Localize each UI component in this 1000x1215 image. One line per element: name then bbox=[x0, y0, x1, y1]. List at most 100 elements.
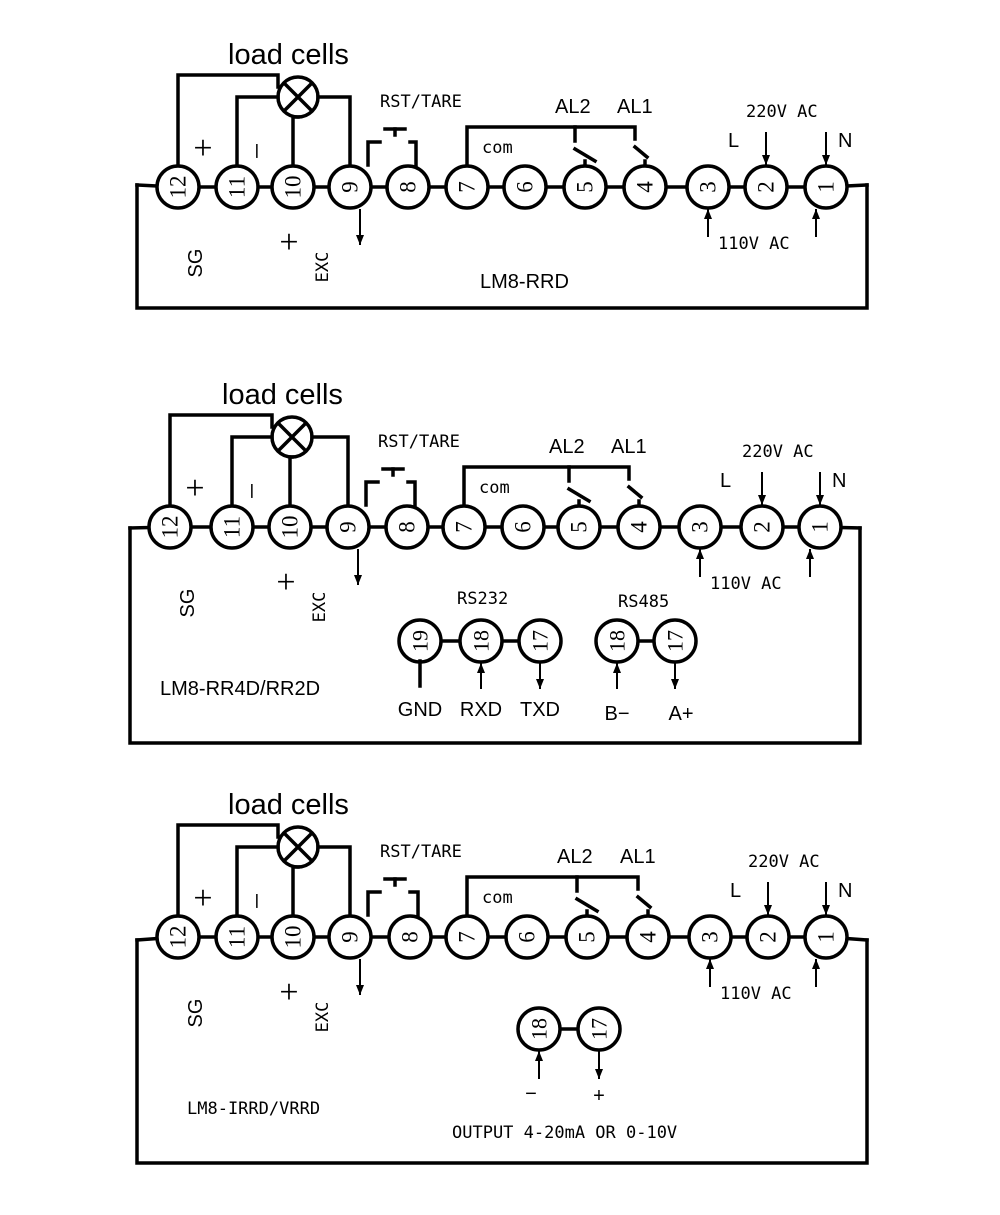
terminal-number: 6 bbox=[513, 181, 538, 193]
arrow-110v-l bbox=[696, 549, 704, 577]
terminal-number: 18 bbox=[469, 630, 494, 652]
txd-label: TXD bbox=[520, 699, 560, 721]
arrow-head bbox=[822, 905, 830, 915]
exc-label: EXC bbox=[313, 1002, 333, 1033]
load-cells-label: load cells bbox=[222, 379, 343, 411]
terminal-number: 3 bbox=[696, 181, 721, 193]
arrow-head bbox=[535, 1051, 543, 1061]
terminal-circle bbox=[625, 914, 671, 960]
arrow-n bbox=[822, 882, 830, 915]
terminal-circle bbox=[444, 164, 490, 210]
terminal-number: 2 bbox=[754, 181, 779, 193]
arrow-n bbox=[816, 472, 824, 505]
sg-label: SG bbox=[177, 589, 199, 618]
terminal-number: 6 bbox=[515, 931, 540, 943]
rst-tare-label: RST/TARE bbox=[378, 432, 460, 452]
terminal: 18 bbox=[516, 1006, 562, 1052]
arrow-110v-l bbox=[704, 209, 712, 237]
terminal-number: 12 bbox=[158, 516, 183, 539]
terminal-number: 1 bbox=[814, 931, 839, 943]
wire-sig-plus bbox=[176, 823, 280, 919]
terminal-number: 18 bbox=[527, 1018, 552, 1040]
terminal: 11 bbox=[214, 914, 260, 960]
al1-contact bbox=[635, 894, 653, 910]
al2-label: AL2 bbox=[549, 436, 585, 458]
arrow-head bbox=[696, 549, 704, 559]
arrow-110v-l bbox=[706, 959, 714, 987]
n-label: N bbox=[838, 880, 852, 902]
arrow-head bbox=[812, 959, 820, 969]
terminal: 5 bbox=[562, 164, 608, 210]
rxd-arrow bbox=[477, 663, 485, 689]
rst-tare-label: RST/TARE bbox=[380, 842, 462, 862]
al1-label: AL1 bbox=[617, 96, 653, 118]
terminal-number: 7 bbox=[455, 181, 480, 193]
terminal: 2 bbox=[745, 914, 791, 960]
terminal-number: 5 bbox=[575, 931, 600, 943]
sig-minus-label: − bbox=[235, 483, 268, 500]
relay-com-wire bbox=[462, 465, 631, 509]
arrow-head bbox=[806, 549, 814, 559]
arrow-220v bbox=[762, 132, 770, 165]
wire-exc-minus bbox=[291, 865, 300, 919]
rxd-label: RXD bbox=[460, 699, 502, 721]
arrow-head bbox=[477, 663, 485, 673]
terminal: 1 bbox=[803, 914, 849, 960]
arrow-110v-n bbox=[806, 549, 814, 577]
terminal-circle bbox=[502, 164, 548, 210]
terminal: 10 bbox=[270, 914, 316, 960]
arrow-220v bbox=[758, 472, 766, 505]
terminal: 2 bbox=[739, 504, 785, 550]
arrow-head bbox=[758, 495, 766, 505]
wire-sig-minus bbox=[235, 95, 280, 169]
exc-arrow bbox=[356, 959, 364, 995]
rs232-label: RS232 bbox=[457, 589, 508, 609]
terminal-number: 17 bbox=[528, 630, 553, 652]
terminal-circle bbox=[214, 164, 260, 210]
load-cell-x2 bbox=[282, 831, 314, 863]
terminal: 2 bbox=[743, 164, 789, 210]
load-cells-label: load cells bbox=[228, 39, 349, 71]
exc-plus-label: + bbox=[279, 974, 298, 1011]
arrow-220v bbox=[764, 882, 772, 915]
n-label: N bbox=[838, 130, 852, 152]
terminal-number: 3 bbox=[688, 521, 713, 533]
rs485-label: RS485 bbox=[618, 592, 669, 612]
arrow-head bbox=[356, 985, 364, 995]
terminal: 18 bbox=[594, 618, 640, 664]
terminal: 4 bbox=[625, 914, 671, 960]
rst-wire-left bbox=[366, 140, 382, 167]
wire-sig-plus bbox=[176, 73, 280, 169]
terminal-circle bbox=[687, 914, 733, 960]
exc-label: EXC bbox=[313, 252, 333, 283]
terminal: 17 bbox=[517, 618, 563, 664]
v220-label: 220V AC bbox=[746, 102, 818, 122]
out-plus-arrow bbox=[595, 1051, 603, 1079]
terminal-circle bbox=[685, 164, 731, 210]
wire-exc-plus bbox=[316, 845, 352, 919]
terminal-circle bbox=[444, 914, 490, 960]
exc-plus-label: + bbox=[279, 224, 298, 261]
arrow-head bbox=[356, 235, 364, 245]
arrow-110v-n bbox=[812, 959, 820, 987]
wire-exc-minus bbox=[288, 455, 294, 509]
rst-wire-left bbox=[364, 480, 380, 507]
arrow-n bbox=[822, 132, 830, 165]
v220-label: 220V AC bbox=[748, 852, 820, 872]
l-label: L bbox=[730, 880, 741, 902]
sig-plus-label: + bbox=[193, 130, 212, 167]
terminal-number: 18 bbox=[605, 630, 630, 652]
terminal: 5 bbox=[564, 914, 610, 960]
arrow-head bbox=[706, 959, 714, 969]
exc-label: EXC bbox=[310, 592, 330, 623]
arrow-head bbox=[816, 495, 824, 505]
terminal-circle bbox=[745, 914, 791, 960]
terminal-circle bbox=[441, 504, 487, 550]
enclosure-outline bbox=[135, 938, 869, 1165]
terminal: 12 bbox=[155, 164, 201, 210]
n-label: N bbox=[832, 470, 846, 492]
terminal-number: 11 bbox=[225, 176, 250, 198]
l-label: L bbox=[728, 130, 739, 152]
